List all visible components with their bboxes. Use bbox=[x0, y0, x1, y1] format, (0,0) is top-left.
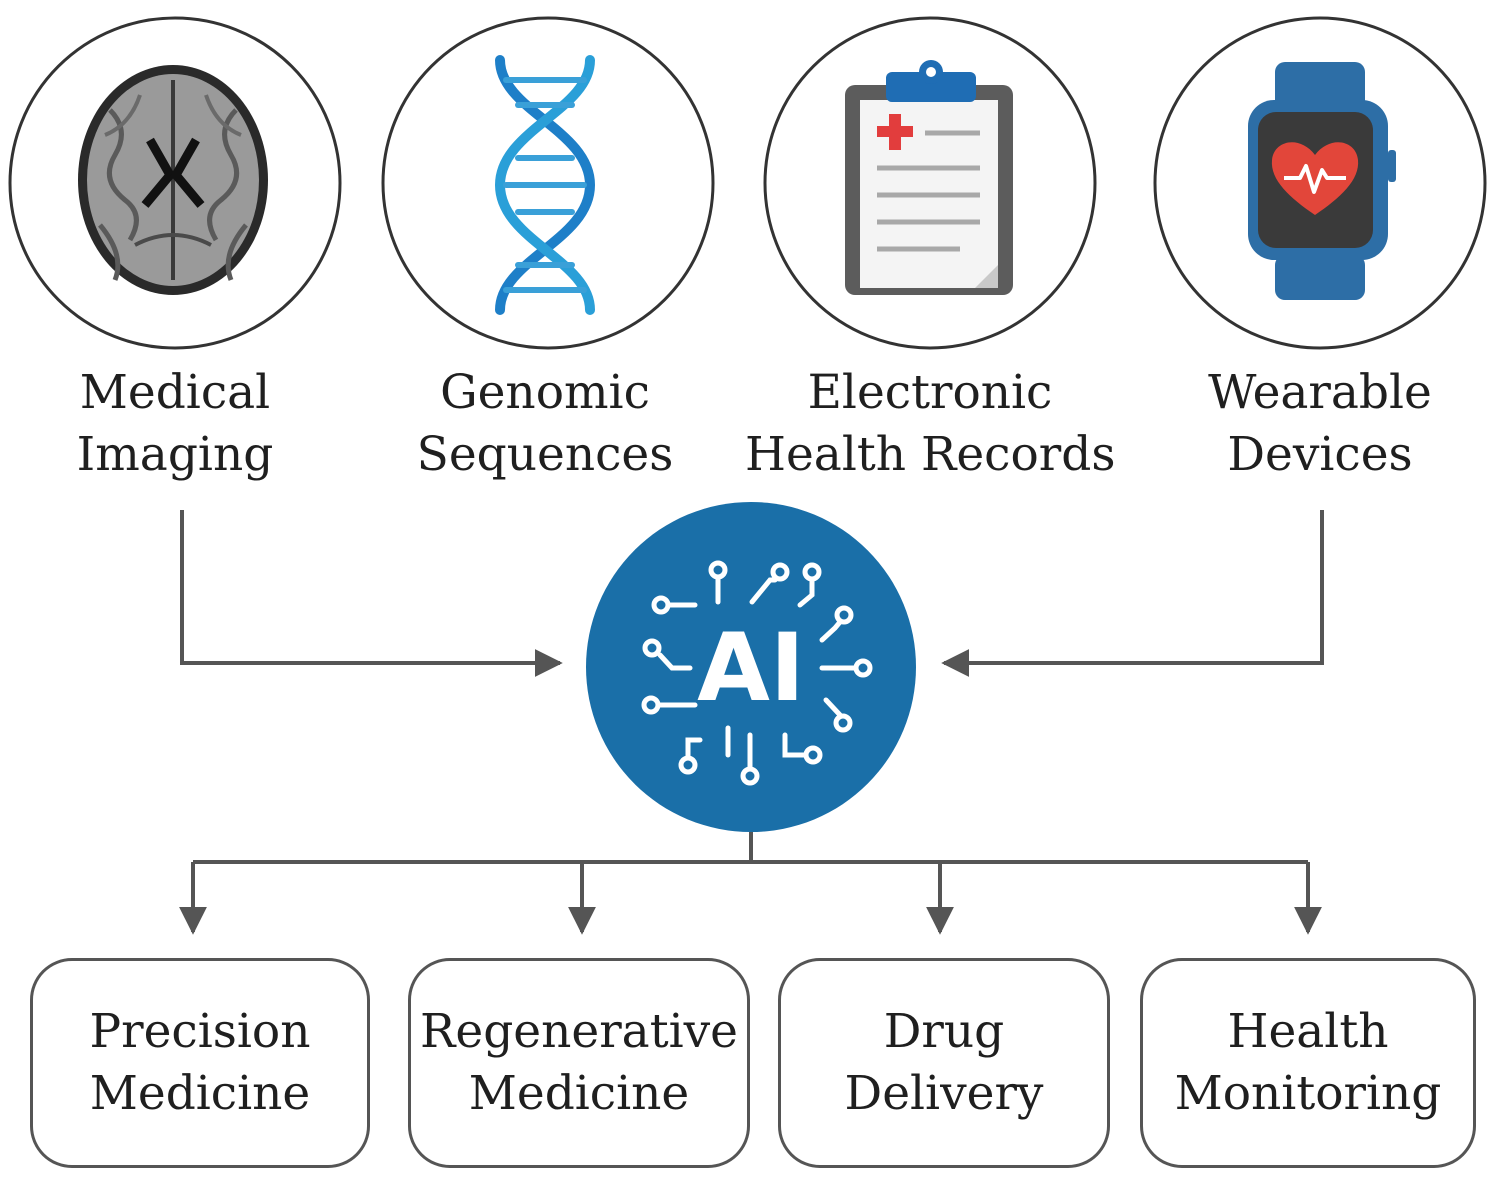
output-label-line: Health bbox=[1227, 1004, 1389, 1059]
source-label-genomic-sequences: Genomic Sequences bbox=[385, 362, 705, 486]
source-label-line: Genomic bbox=[440, 365, 650, 420]
output-label-line: Precision bbox=[89, 1004, 311, 1059]
output-connectors bbox=[179, 832, 1322, 935]
output-label-line: Medicine bbox=[89, 1066, 311, 1121]
output-label-line: Drug bbox=[883, 1004, 1005, 1059]
source-label-line: Medical bbox=[79, 365, 271, 420]
source-label-line: Sequences bbox=[416, 427, 674, 482]
output-label-line: Regenerative bbox=[420, 1004, 738, 1059]
ai-label: AI bbox=[697, 614, 805, 723]
source-label-line: Electronic bbox=[807, 365, 1053, 420]
source-label-line: Devices bbox=[1227, 427, 1413, 482]
source-label-line: Health Records bbox=[745, 427, 1116, 482]
source-label-wearable-devices: Wearable Devices bbox=[1165, 362, 1475, 486]
output-box-drug-delivery: Drug Delivery bbox=[778, 958, 1110, 1168]
output-box-health-monitoring: Health Monitoring bbox=[1140, 958, 1476, 1168]
output-label-line: Medicine bbox=[468, 1066, 690, 1121]
output-box-regenerative-medicine: Regenerative Medicine bbox=[408, 958, 750, 1168]
ai-hub: AI bbox=[586, 502, 916, 832]
connector-left bbox=[180, 510, 563, 677]
source-label-line: Wearable bbox=[1208, 365, 1432, 420]
clipboard-record-icon bbox=[845, 60, 1013, 295]
smartwatch-heart-icon bbox=[1248, 62, 1396, 300]
source-label-medical-imaging: Medical Imaging bbox=[25, 362, 325, 486]
dna-helix-icon bbox=[494, 55, 596, 315]
output-label-line: Monitoring bbox=[1174, 1066, 1442, 1121]
source-label-line: Imaging bbox=[76, 427, 274, 482]
output-label-line: Delivery bbox=[844, 1066, 1044, 1121]
connector-right bbox=[941, 510, 1324, 677]
output-box-precision-medicine: Precision Medicine bbox=[30, 958, 370, 1168]
brain-mri-icon bbox=[78, 65, 268, 295]
source-label-electronic-health-records: Electronic Health Records bbox=[745, 362, 1115, 486]
